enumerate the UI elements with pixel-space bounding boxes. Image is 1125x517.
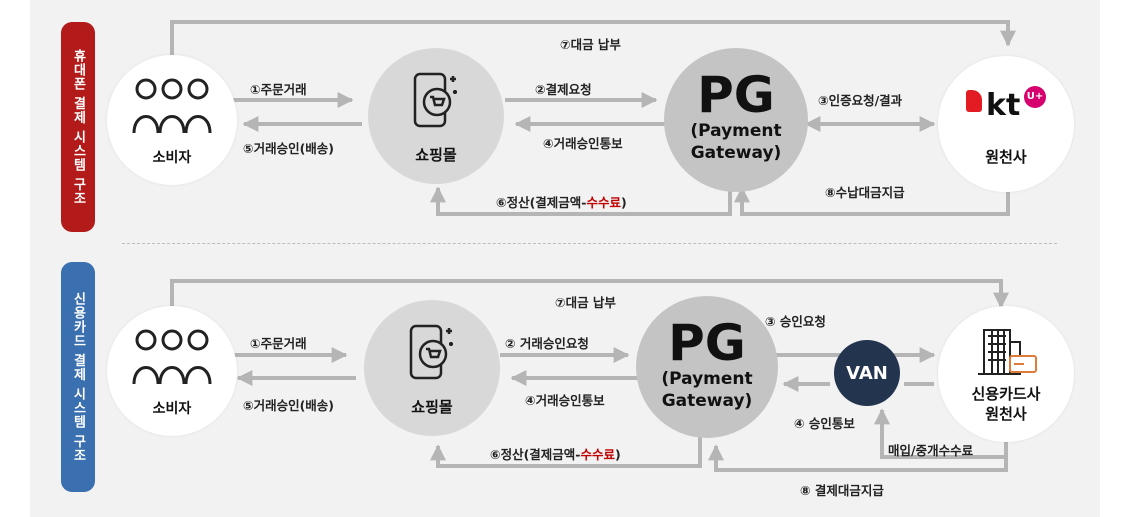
top-pg-title: PG: [697, 66, 775, 124]
top-mall-label: 쇼핑몰: [415, 146, 457, 164]
shopping-phone-icon: [409, 324, 453, 380]
skt-logo-icon: [966, 90, 982, 112]
top-consumer-node: 소비자: [107, 55, 237, 185]
bottom-arrow-step6: [430, 434, 702, 468]
top-step5-label: ⑤거래승인(배송): [243, 141, 335, 156]
bottom-step2-label: ② 거래승인요청: [505, 336, 589, 351]
bottom-arrow-step7: [170, 279, 1009, 320]
top-arrow-step7: [170, 20, 1016, 75]
bottom-pg-sub1: (Payment: [661, 369, 753, 389]
top-origin-node: kt U+ 원천사: [938, 56, 1074, 192]
bottom-step4-label: ④거래승인통보: [525, 393, 605, 408]
side-label-card: 신용카드 결제 시스템 구조: [61, 262, 95, 492]
bottom-step3-label: ③ 승인요청: [765, 314, 826, 329]
top-pg-node: PG (Payment Gateway): [664, 48, 808, 192]
bottom-step8-label: ⑧ 결제대금지급: [800, 483, 884, 498]
bottom-step4b-label: ④ 승인통보: [794, 416, 855, 431]
bottom-mall-label: 쇼핑몰: [411, 398, 453, 416]
top-mall-node: 쇼핑몰: [368, 48, 504, 184]
section-divider: [122, 243, 1057, 244]
top-step8-label: ⑧수납대금지급: [825, 185, 905, 200]
bottom-mall-node: 쇼핑몰: [364, 300, 500, 436]
van-node: VAN: [834, 340, 900, 406]
shopping-phone-icon: [413, 72, 457, 128]
bottom-step1-label: ①주문거래: [250, 336, 307, 351]
telecom-logos: kt U+: [964, 86, 1048, 126]
bottom-consumer-node: 소비자: [107, 306, 237, 436]
building-card-icon: [978, 329, 1037, 375]
top-step1-label: ①주문거래: [250, 82, 307, 97]
top-pg-sub1: (Payment: [690, 121, 782, 141]
top-step2-label: ②결제요청: [535, 82, 592, 97]
lgu-logo: U+: [1024, 86, 1046, 108]
bottom-pg-title: PG: [668, 314, 746, 372]
bottom-step7-label: ⑦대금 납부: [555, 295, 616, 310]
bottom-fee-label: 매입/중개수수료: [888, 443, 974, 458]
bottom-pg-sub2: Gateway): [661, 391, 753, 411]
bottom-step5-label: ⑤거래승인(배송): [243, 398, 335, 413]
bottom-step6-label: ⑥정산(결제금액-수수료): [490, 447, 621, 462]
bottom-origin-label2: 원천사: [985, 405, 1027, 423]
top-step6-label: ⑥정산(결제금액-수수료): [496, 195, 627, 210]
side-label-mobile: 휴대폰 결제 시스템 구조: [61, 22, 95, 232]
top-pg-sub2: Gateway): [690, 143, 782, 163]
bottom-origin-label1: 신용카드사: [971, 385, 1041, 403]
bottom-arrow-fee: [874, 408, 1008, 459]
top-step7-label: ⑦대금 납부: [560, 37, 621, 52]
people-icon: [132, 329, 212, 385]
kt-logo: kt: [986, 88, 1021, 123]
top-arrow-step6: [430, 172, 732, 216]
bottom-arrow-step8: [708, 444, 1008, 472]
top-consumer-label: 소비자: [152, 150, 192, 166]
bottom-consumer-label: 소비자: [152, 401, 192, 417]
top-step4-label: ④거래승인통보: [543, 136, 623, 151]
top-step3-label: ③인증요청/결과: [818, 93, 903, 108]
top-origin-label: 원천사: [985, 148, 1027, 166]
people-icon: [132, 78, 212, 134]
bottom-pg-node: PG (Payment Gateway): [636, 296, 778, 438]
bottom-origin-node: 신용카드사 원천사: [938, 306, 1074, 442]
top-arrow-step8: [734, 186, 1010, 216]
